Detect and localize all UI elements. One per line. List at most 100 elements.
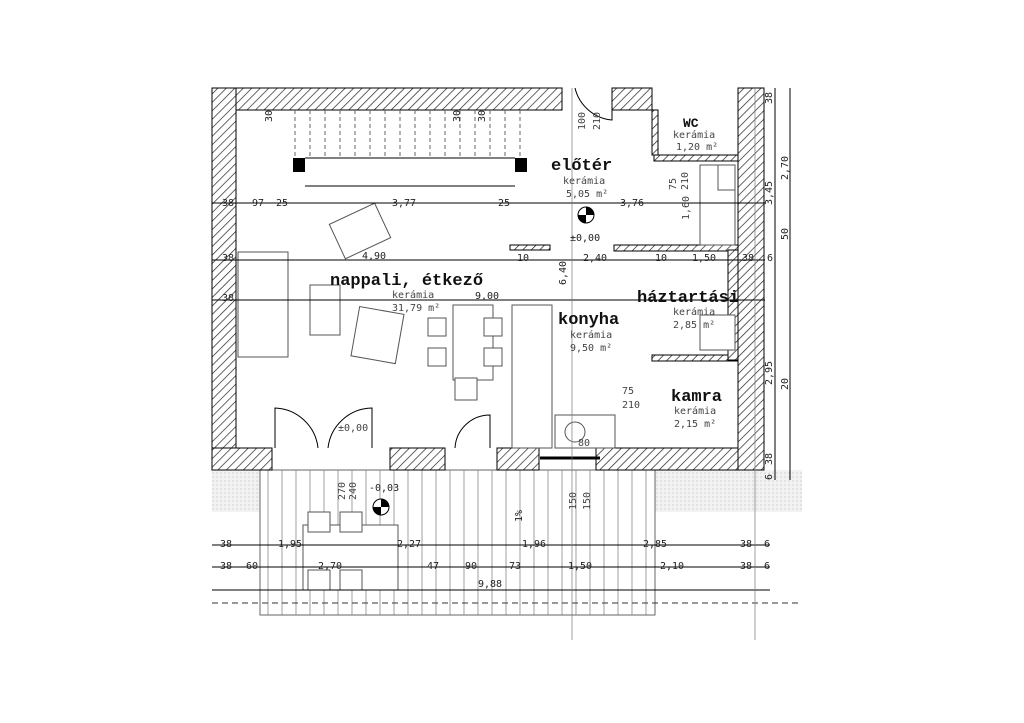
dimension-text: 210: [622, 400, 640, 411]
room-floor: kerámia: [570, 329, 612, 341]
room-floor: kerámia: [673, 129, 715, 141]
door-dims: 100 210 75 210 1,60 75 210 270 240 150 1…: [337, 112, 692, 510]
dimension-text: 60: [246, 561, 258, 572]
dimension-text: 150: [568, 492, 579, 510]
dimension-text: 38: [764, 453, 775, 465]
dimension-text: 50: [780, 228, 791, 240]
room-nappali: nappali, étkező kerámia 31,79 m²: [330, 272, 483, 314]
level-text: ±0,00: [570, 233, 600, 244]
dimension-text: 25: [276, 198, 288, 209]
dimension-text: 2,85: [643, 539, 667, 550]
slope-text: 1%: [514, 510, 525, 522]
dimension-text: 3,45: [764, 181, 775, 205]
dimension-text: 38: [222, 198, 234, 209]
room-name: WC: [683, 116, 699, 131]
dimension-text: 20: [780, 378, 791, 390]
dimension-text: 38: [222, 253, 234, 264]
dimension-text: 38: [220, 561, 232, 572]
dimension-text: 100: [577, 112, 588, 130]
dimension-text: 75: [622, 386, 634, 397]
stair-dim: 30: [452, 110, 463, 122]
dimension-text: 2,10: [660, 561, 684, 572]
dimension-text: 10: [517, 253, 529, 264]
dimension-text: 4,90: [362, 251, 386, 262]
dimension-text: 2,27: [397, 539, 421, 550]
dimension-text: 270: [337, 482, 348, 500]
level-mark-entrance: ±0,00: [570, 206, 600, 244]
dimension-text: 38: [220, 539, 232, 550]
room-name: háztartási: [637, 289, 739, 308]
dims-row3: 38 9,00 6,40: [222, 261, 569, 304]
dimension-text: 3,77: [392, 198, 416, 209]
room-name: konyha: [558, 311, 619, 330]
room-area: 2,15 m²: [674, 419, 716, 430]
room-area: 31,79 m²: [392, 303, 440, 314]
dimension-text: 80: [578, 438, 590, 449]
dimension-text: 90: [465, 561, 477, 572]
room-eloter: előtér kerámia 5,05 m²: [551, 157, 612, 200]
dimension-text: 73: [509, 561, 521, 572]
dims-bottom1: 38 1,95 2,27 1,96 2,85 38 6: [220, 539, 770, 550]
dimension-text: 210: [592, 112, 603, 130]
dimension-text: 210: [680, 172, 691, 190]
dimension-text: 38: [740, 539, 752, 550]
room-floor: kerámia: [392, 289, 434, 301]
dimension-text: 1,50: [692, 253, 716, 264]
dimension-lines: [212, 88, 800, 640]
dims-top: 38 97 25 3,77 25 3,76: [222, 198, 644, 209]
dimension-text: 75: [668, 178, 679, 190]
dimension-text: 240: [348, 482, 359, 500]
dimension-text: 2,95: [764, 361, 775, 385]
level-mark-terrace: -0,03: [369, 483, 399, 516]
stair-dim: 30: [477, 110, 488, 122]
dimension-text: 6: [764, 474, 775, 480]
dimension-text: 2,70: [318, 561, 342, 572]
room-area: 1,20 m²: [676, 142, 718, 153]
dimension-text: 97: [252, 198, 264, 209]
dims-row2: 38 4,90 10 2,40 10 1,50 38 6: [222, 251, 773, 264]
dimension-text: 1,50: [568, 561, 592, 572]
dimension-text: 6: [764, 561, 770, 572]
dimension-text: 10: [655, 253, 667, 264]
room-wc: WC kerámia 1,20 m²: [673, 116, 718, 153]
dimension-text: 38: [764, 92, 775, 104]
room-floor: kerámia: [674, 405, 716, 417]
room-floor: kerámia: [673, 306, 715, 318]
terrace: [259, 469, 656, 616]
staircase: 30 30 30: [264, 110, 527, 187]
dimension-text: 150: [582, 492, 593, 510]
dimension-text: 1,96: [522, 539, 546, 550]
walls: [211, 87, 765, 471]
room-name: kamra: [671, 388, 722, 407]
dimension-text: 2,40: [583, 253, 607, 264]
dimension-text: 38: [742, 253, 754, 264]
dimension-text: 3,76: [620, 198, 644, 209]
dimension-text: 38: [222, 293, 234, 304]
dimension-text: 1,95: [278, 539, 302, 550]
dimension-text: 6: [764, 539, 770, 550]
dims-right: 38 2,70 3,45 50 2,95 20 38 6: [764, 92, 791, 480]
stair-dim: 30: [264, 110, 275, 122]
room-name: nappali, étkező: [330, 272, 483, 291]
room-area: 9,50 m²: [570, 343, 612, 354]
room-kamra: kamra kerámia 2,15 m²: [671, 388, 722, 430]
furniture: [237, 164, 736, 449]
door-level-text: ±0,00: [338, 423, 368, 434]
dimension-text: 2,70: [780, 156, 791, 180]
room-area: 5,05 m²: [566, 189, 608, 200]
dimension-text: 6: [767, 253, 773, 264]
doors: [274, 87, 613, 460]
room-floor: kerámia: [563, 175, 605, 187]
dimension-text: 38: [740, 561, 752, 572]
level-text: -0,03: [369, 483, 399, 494]
room-haztartasi: háztartási kerámia 2,85 m²: [637, 289, 739, 331]
dimension-text: 9,00: [475, 291, 499, 302]
dimension-text: 47: [427, 561, 439, 572]
room-konyha: konyha kerámia 9,50 m²: [558, 311, 619, 354]
dimension-text: 25: [498, 198, 510, 209]
room-name: előtér: [551, 157, 612, 176]
dim-total: 9,88: [478, 579, 502, 590]
dims-bottom2: 38 60 2,70 47 90 73 1,50 2,10 38 6: [220, 561, 770, 572]
dimension-text: 6,40: [558, 261, 569, 285]
